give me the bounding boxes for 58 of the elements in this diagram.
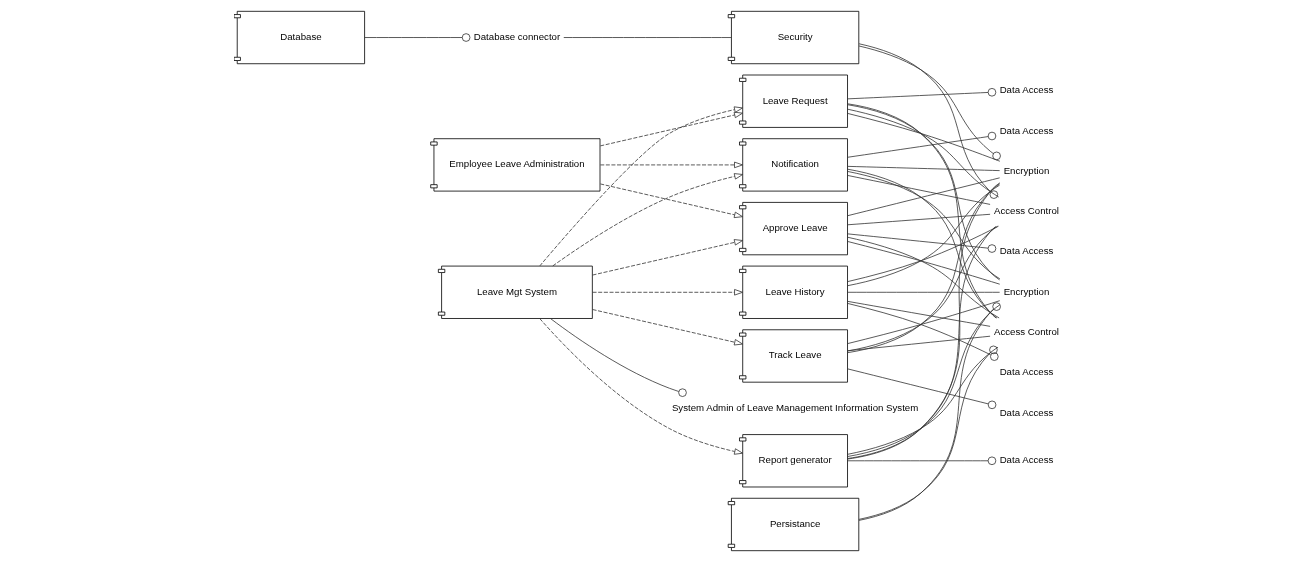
node-text: Access Control bbox=[994, 326, 1059, 338]
connector bbox=[847, 233, 997, 253]
connector bbox=[858, 45, 1001, 161]
node-text: Data Access bbox=[999, 366, 1054, 378]
connector bbox=[847, 225, 999, 283]
arrow bbox=[539, 318, 744, 455]
arrow bbox=[539, 106, 743, 267]
connector bbox=[858, 43, 999, 199]
connector bbox=[847, 108, 1000, 198]
connector bbox=[847, 304, 1001, 457]
arrow bbox=[592, 239, 744, 276]
connector bbox=[847, 225, 998, 352]
connector bbox=[847, 168, 998, 319]
node-text: Data Access bbox=[999, 124, 1054, 136]
node-text: Access Control bbox=[994, 205, 1059, 217]
arrow bbox=[592, 289, 744, 296]
connector bbox=[847, 171, 1001, 280]
node-text: Database connector bbox=[473, 31, 561, 43]
connector bbox=[847, 182, 1001, 460]
connector bbox=[847, 165, 1001, 172]
arrow bbox=[552, 173, 744, 267]
connector bbox=[847, 175, 991, 205]
connector bbox=[847, 104, 1000, 281]
connector bbox=[847, 177, 1001, 217]
node-text: Data Access bbox=[999, 454, 1054, 466]
connector bbox=[847, 131, 997, 158]
connector bbox=[550, 318, 687, 397]
connector bbox=[847, 113, 1001, 162]
node-text: Data Access bbox=[999, 84, 1054, 96]
arrow bbox=[599, 183, 743, 219]
connector bbox=[847, 335, 991, 352]
connector bbox=[847, 184, 1000, 287]
connector bbox=[847, 213, 991, 226]
connector bbox=[847, 368, 997, 410]
node-text: Encryption bbox=[1003, 285, 1050, 297]
connector bbox=[847, 226, 997, 459]
connector bbox=[364, 33, 471, 42]
node-text: Data Access bbox=[999, 245, 1054, 257]
connector bbox=[847, 241, 1001, 285]
connector bbox=[847, 183, 1000, 354]
connector bbox=[847, 236, 1000, 319]
connector bbox=[847, 303, 999, 361]
connector bbox=[847, 300, 1001, 344]
connector bbox=[847, 456, 997, 466]
node-text: Encryption bbox=[1003, 164, 1050, 176]
connector bbox=[563, 37, 732, 38]
connector bbox=[847, 346, 999, 455]
arrow bbox=[599, 111, 743, 147]
arrow bbox=[592, 309, 744, 346]
connector bbox=[847, 291, 1001, 293]
connector bbox=[858, 302, 1001, 521]
node-text: System Admin of Leave Management Information System bbox=[671, 401, 919, 413]
connector bbox=[847, 103, 997, 319]
connector bbox=[858, 345, 998, 520]
arrow bbox=[599, 161, 743, 169]
connector bbox=[847, 88, 997, 100]
node-text: Data Access bbox=[999, 406, 1054, 418]
connector bbox=[847, 300, 991, 327]
